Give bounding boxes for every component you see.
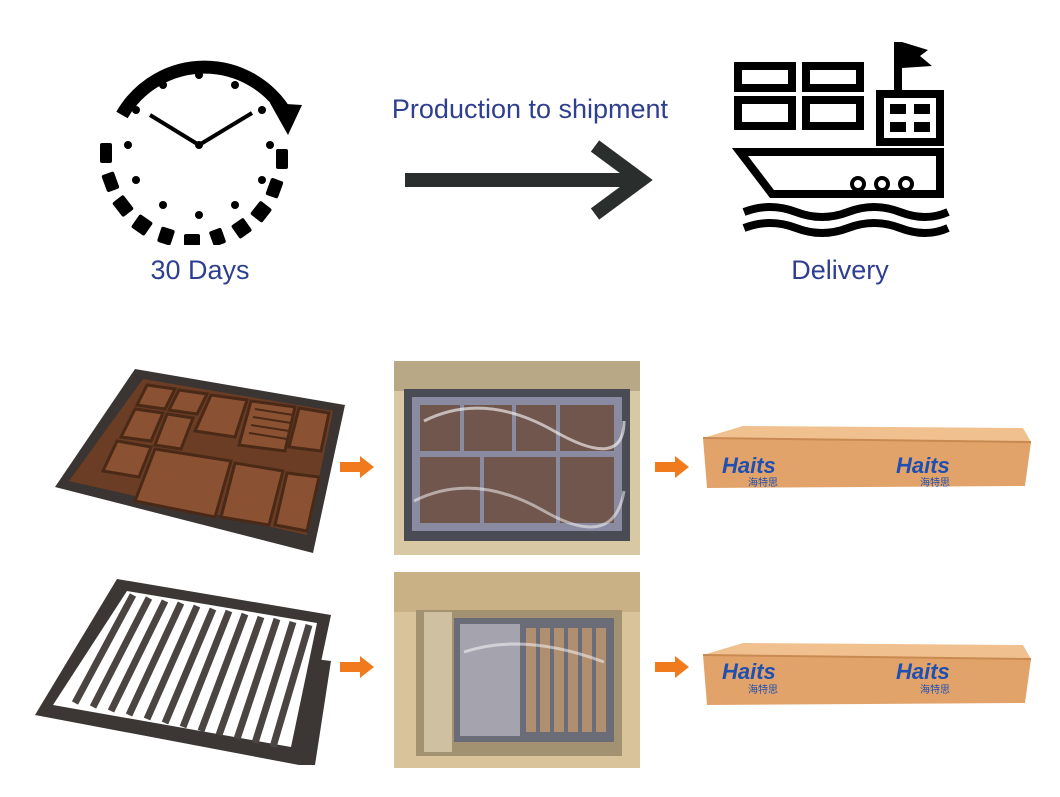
orange-arrow-icon (340, 456, 374, 478)
brand-logo: Haits (722, 659, 776, 684)
trouser-rack-drawer-image (35, 579, 331, 765)
brand-subname: 海特思 (920, 478, 950, 489)
production-time-label: 30 Days (150, 255, 250, 285)
brand-subname: 海特思 (748, 685, 778, 696)
brand-subname: 海特思 (920, 685, 950, 696)
brand-logo: Haits (896, 453, 950, 478)
jewelry-tray-drawer-image (55, 369, 345, 553)
ship-icon (732, 42, 950, 237)
clock-icon (100, 60, 302, 245)
carton-box-image (703, 643, 1031, 705)
orange-arrow-icon (340, 656, 374, 678)
brand-logo: Haits (722, 453, 776, 478)
headline: Production to shipment (391, 94, 669, 124)
delivery-label: Delivery (791, 255, 889, 285)
packed-tray-photo (394, 361, 640, 555)
right-arrow-icon (405, 140, 653, 220)
orange-arrow-icon (655, 656, 689, 678)
orange-arrow-icon (655, 456, 689, 478)
packed-rack-photo (394, 572, 640, 768)
carton-box-image (703, 426, 1031, 488)
brand-subname: 海特思 (748, 478, 778, 489)
brand-logo: Haits (896, 659, 950, 684)
